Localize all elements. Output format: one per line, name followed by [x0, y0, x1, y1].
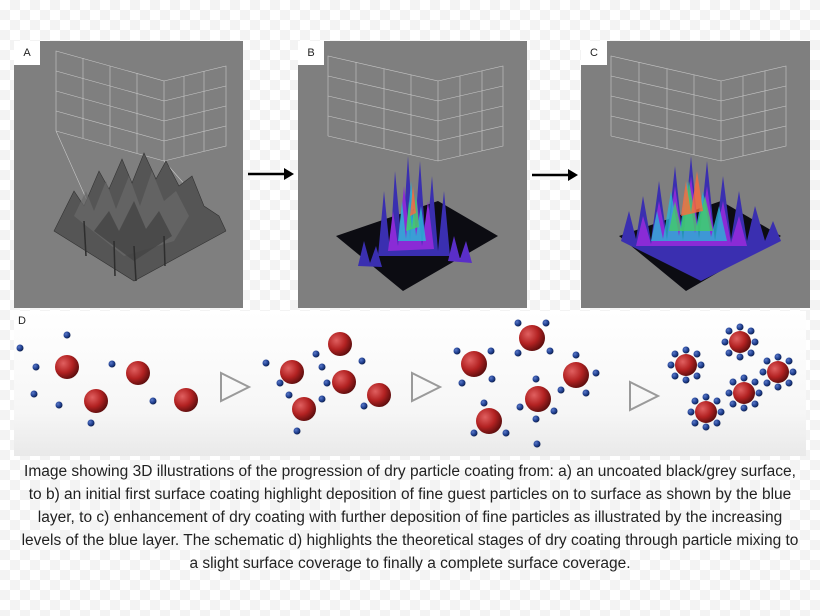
stage-complete-coverage	[667, 323, 797, 431]
blue-layer-peaks	[621, 156, 781, 281]
triangle-arrow-icon	[411, 371, 443, 403]
panel-c: C	[581, 41, 810, 308]
coated-particle	[725, 374, 763, 412]
panel-label-c: C	[581, 41, 607, 65]
surface-plot-b	[327, 55, 504, 291]
grid-box	[610, 55, 787, 162]
coated-particle	[721, 323, 759, 361]
downward-spikes	[83, 220, 166, 282]
surface-plot-c	[610, 55, 787, 291]
coating-schematic	[16, 319, 797, 448]
schematic-strip: D	[14, 311, 806, 456]
coated-particle	[687, 393, 725, 431]
grid-box	[327, 55, 504, 162]
panel-b: B	[298, 41, 527, 308]
coated-particle	[667, 346, 705, 384]
arrow-right-icon	[248, 168, 294, 180]
arrow-right-icon	[532, 169, 578, 181]
coated-particle	[759, 353, 797, 391]
triangle-arrow-icon	[629, 380, 661, 412]
triangle-arrow-icon	[220, 371, 252, 403]
surface-plot-a	[53, 50, 227, 282]
stage-mixing	[16, 331, 198, 427]
panel-a: A	[14, 41, 243, 308]
figure-caption: Image showing 3D illustrations of the pr…	[21, 463, 799, 572]
stage-partial-coverage	[453, 319, 600, 448]
panel-label-d: D	[18, 315, 26, 327]
panel-label-b: B	[298, 41, 324, 65]
stage-initial-contact	[262, 332, 391, 435]
panel-label-a: A	[14, 41, 40, 65]
blue-layer-peaks	[358, 156, 472, 267]
